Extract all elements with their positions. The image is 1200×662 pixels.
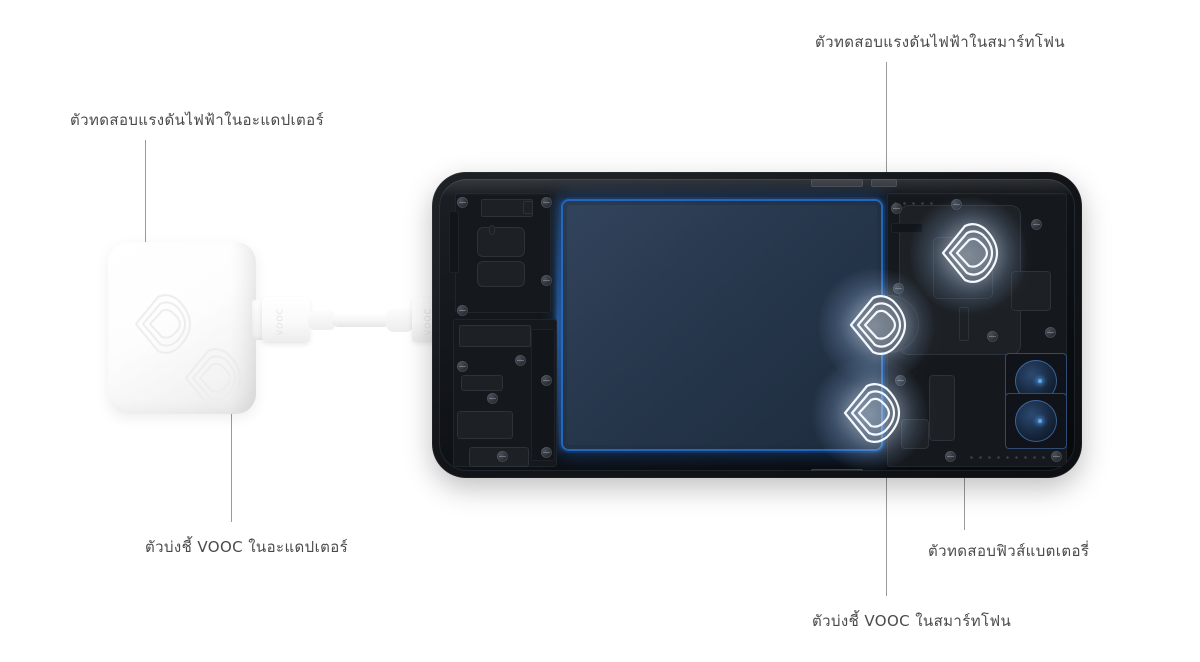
cable-strain-relief-right [386,308,414,332]
speaker-grille [967,453,1045,463]
screw [987,331,998,342]
cable-plug-adapter-side [262,297,310,343]
cable-strain-relief-left [308,310,336,330]
vooc-shield-mark-icon [124,288,200,364]
side-button-bottom [811,469,863,471]
vooc-glow-mark-icon [839,289,915,365]
callout-label-battery-fuse-test: ตัวทดสอบฟิวส์แบตเตอรี่ [928,542,1090,560]
component-chip [929,375,955,441]
callout-label-phone-vooc-indicator: ตัวบ่งชี้ VOOC ในสมาร์ทโฟน [812,612,1012,630]
screw [541,275,552,286]
cable-plug-adapter-label: VOOC [275,307,285,336]
component-chip [481,199,533,217]
screw [457,361,468,372]
component-chip [901,419,929,449]
leader-line-adapter-voltage-test [145,140,146,268]
phone-inner-frame [439,179,1075,471]
camera-module-secondary [1005,393,1067,449]
vooc-charger-adapter [108,242,256,414]
smartphone-cutaway [432,172,1082,478]
screw [951,199,962,210]
vooc-glow-mark-icon [833,377,909,453]
cable-plug-phone-label: VOOC [423,307,433,336]
leader-line-adapter-vooc-indicator [231,410,232,522]
battery-module [563,201,881,449]
screw [895,375,906,386]
screw [1051,451,1062,462]
component-chip [477,261,525,287]
screw [541,447,552,458]
camera-lens-highlight [1038,419,1042,423]
component-chip [489,225,495,235]
screw [1045,327,1056,338]
component-chip [523,201,533,214]
usb-port-housing [459,325,531,347]
screw [541,197,552,208]
component-chip [959,307,969,341]
camera-lens [1015,400,1057,442]
volume-button [811,179,863,187]
battery-surface [567,205,877,445]
screw [497,451,508,462]
ribbon-cable [891,223,923,233]
camera-lens-highlight [1038,379,1042,383]
cable-wire [332,313,390,327]
battery-edge-glow [557,195,563,453]
screw [1031,219,1042,230]
ribbon-cable [531,329,555,461]
screw [457,305,468,316]
callout-label-phone-voltage-test: ตัวทดสอบแรงดันไฟฟ้าในสมาร์ทโฟน [815,33,1066,51]
screw [515,355,526,366]
speaker-grille [891,199,937,211]
vooc-shield-mark-icon [174,342,250,418]
vooc-glow-mark-icon [931,217,1007,293]
screw [457,197,468,208]
screw [893,283,904,294]
screw [541,375,552,386]
ribbon-cable [449,211,459,273]
leader-line-phone-vooc-indicator [886,400,887,596]
sim-tray-slot [457,411,513,439]
component-chip [461,375,503,391]
screw [891,203,902,214]
component-chip [1011,271,1051,311]
callout-label-adapter-vooc-indicator: ตัวบ่งชี้ VOOC ในอะแดปเตอร์ [145,538,349,556]
screw [945,451,956,462]
component-chip [477,227,525,257]
power-button [871,179,897,187]
callout-label-adapter-voltage-test: ตัวทดสอบแรงดันไฟฟ้าในอะแดปเตอร์ [70,111,325,129]
screw [487,393,498,404]
